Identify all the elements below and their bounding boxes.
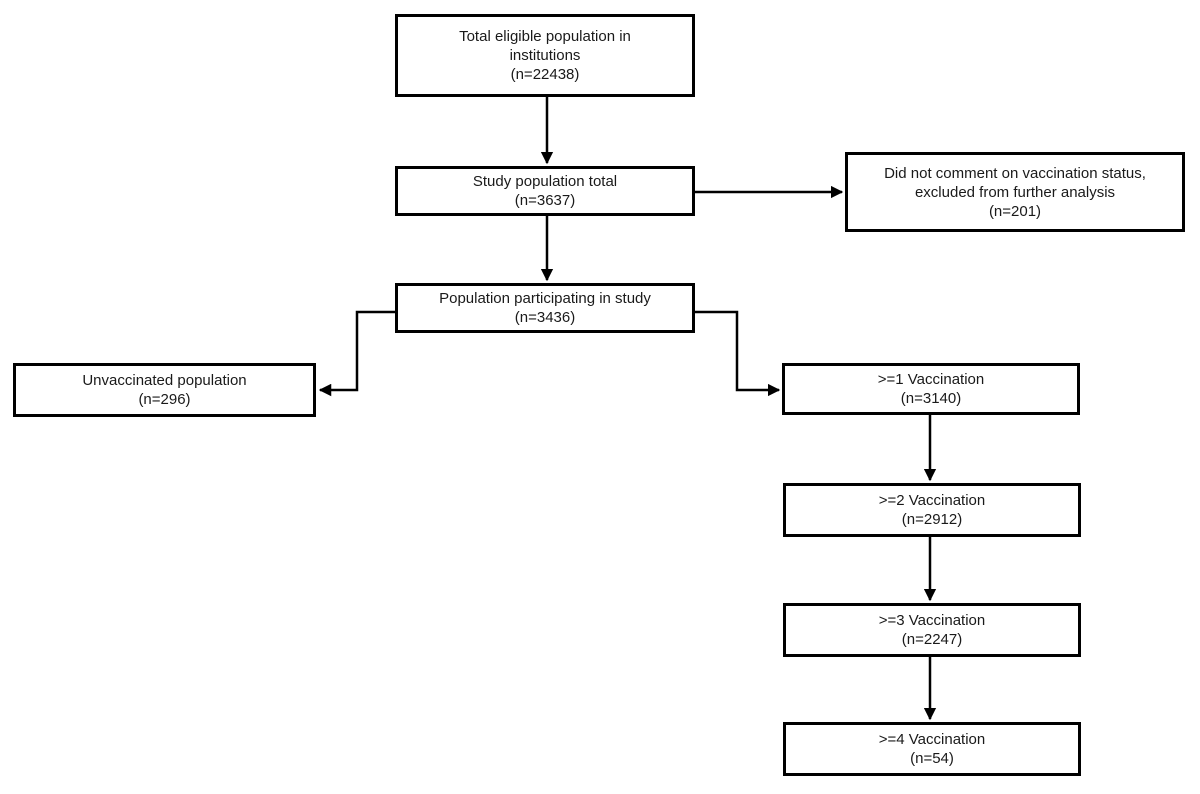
box-text-line: >=2 Vaccination	[878, 492, 986, 509]
box-vaccination-4-or-more: >=4 Vaccination (n=54)	[783, 722, 1081, 776]
box-vaccination-3-or-more: >=3 Vaccination (n=2247)	[783, 603, 1081, 657]
box-study-population-total: Study population total (n=3637)	[395, 166, 695, 216]
box-vaccination-2-or-more: >=2 Vaccination (n=2912)	[783, 483, 1081, 537]
box-text-line: Population participating in study	[439, 290, 651, 307]
box-unvaccinated-population: Unvaccinated population (n=296)	[13, 363, 316, 417]
box-n-value: (n=2912)	[901, 511, 963, 528]
box-text-line: institutions	[509, 47, 581, 64]
box-text-line: >=1 Vaccination	[877, 371, 985, 388]
box-n-value: (n=22438)	[510, 66, 580, 83]
box-text-line: >=3 Vaccination	[878, 612, 986, 629]
box-text-line: Study population total	[472, 173, 618, 190]
box-vaccination-1-or-more: >=1 Vaccination (n=3140)	[782, 363, 1080, 415]
box-excluded-no-vaccination-comment: Did not comment on vaccination status, e…	[845, 152, 1185, 232]
box-text-line: Did not comment on vaccination status,	[884, 164, 1146, 182]
box-population-participating: Population participating in study (n=343…	[395, 283, 695, 333]
box-text-line: Unvaccinated population	[82, 372, 247, 389]
box-text-line: Total eligible population in	[459, 28, 631, 45]
box-n-value: (n=201)	[988, 202, 1042, 220]
box-n-value: (n=54)	[910, 750, 954, 767]
box-n-value: (n=2247)	[901, 631, 963, 648]
box-n-value: (n=3140)	[900, 390, 962, 407]
box-n-value: (n=3637)	[514, 192, 576, 209]
edge-participating-to-vax1-arrow	[695, 310, 781, 397]
edge-participating-to-unvaccinated-arrow	[318, 310, 395, 397]
box-text-line: >=4 Vaccination	[878, 731, 986, 748]
box-n-value: (n=296)	[138, 391, 191, 408]
box-n-value: (n=3436)	[514, 309, 576, 326]
box-total-eligible-population: Total eligible population in institution…	[395, 14, 695, 97]
box-text-line: excluded from further analysis	[914, 183, 1116, 201]
